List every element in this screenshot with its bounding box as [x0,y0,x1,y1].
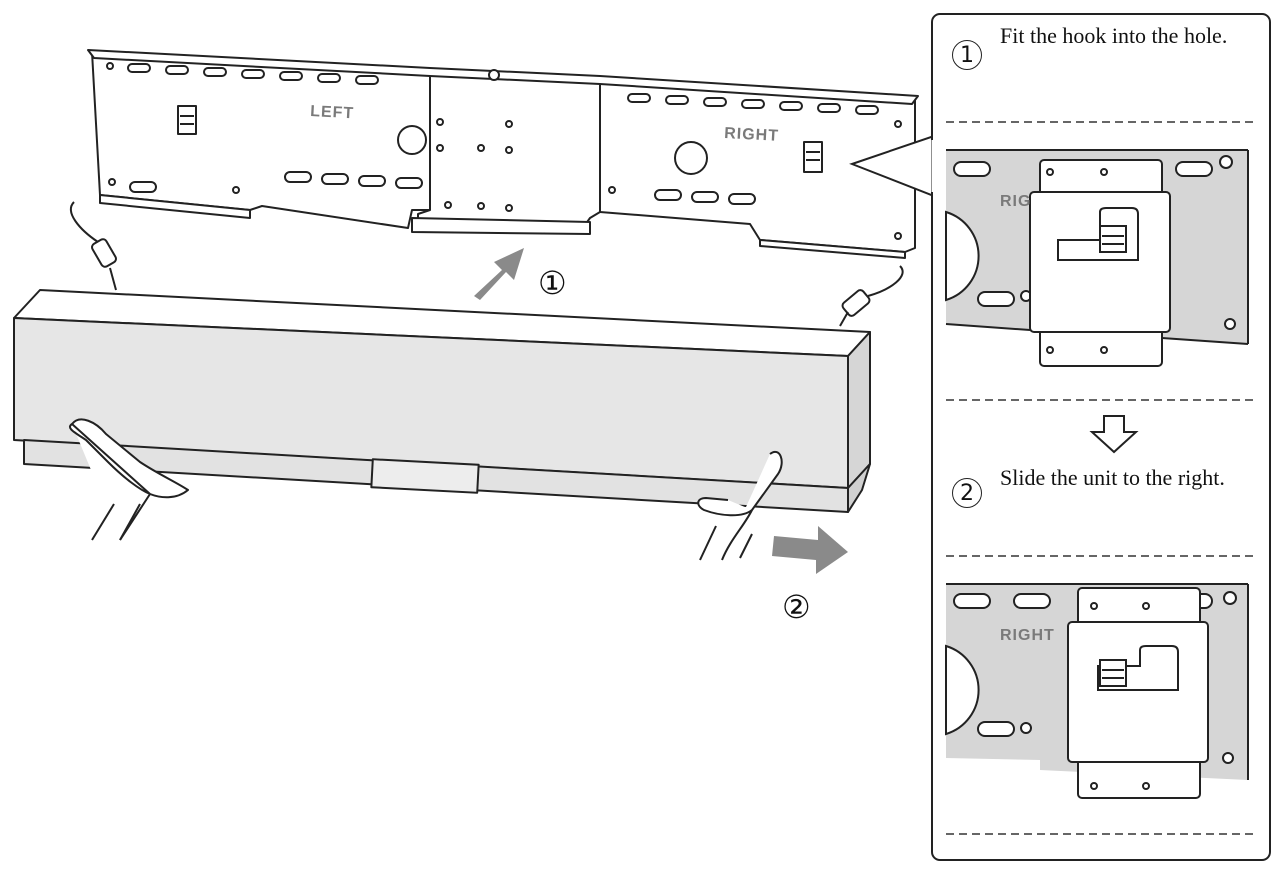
step-1-text: Fit the hook into the hole. [1000,23,1228,48]
step-1-number: 1 [952,40,982,70]
sound-bar-unit [13,289,871,513]
down-arrow-icon [1089,415,1139,454]
safety-wire-left [70,201,117,291]
step-2-text: Slide the unit to the right. [1000,465,1225,490]
marker-step-2: ② [782,588,811,626]
step-2-number: 2 [952,478,982,508]
detail-hook-insert [945,149,1249,367]
arrow-up-right [474,248,524,300]
wall-bracket [87,49,919,259]
arrow-right [772,526,848,574]
bracket-label-right: RIGHT [724,125,780,145]
marker-step-1: ① [538,264,567,302]
callout-label-top: RIG [1000,193,1031,210]
bracket-label-left: LEFT [310,103,355,122]
safety-wire-right [839,265,904,327]
detail-slide-right [945,583,1249,799]
callout-label-bottom: RIGHT [1000,627,1055,644]
hands [68,418,783,561]
